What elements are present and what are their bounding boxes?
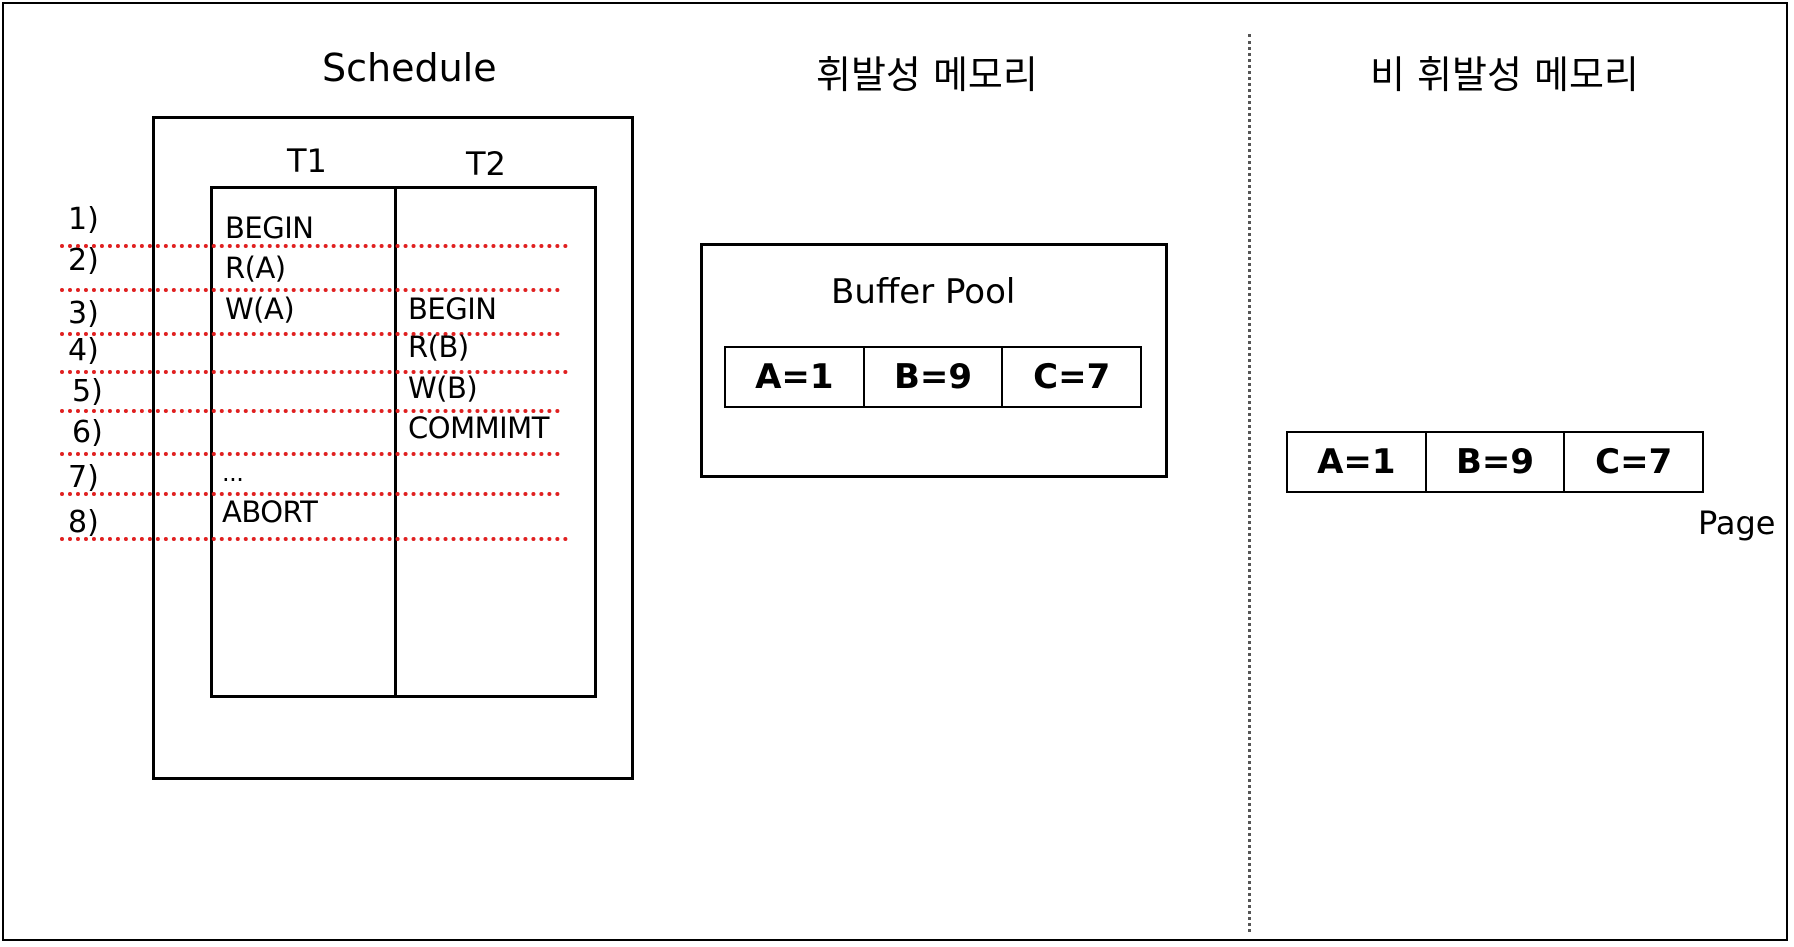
schedule-outer-box bbox=[152, 116, 634, 780]
t1-op-read-a: R(A) bbox=[225, 251, 286, 285]
page-label: Page bbox=[1698, 504, 1776, 542]
step-label: 8) bbox=[68, 505, 99, 540]
buffer-pool-cells: A=1 B=9 C=7 bbox=[724, 346, 1142, 408]
step-label: 1) bbox=[68, 202, 99, 237]
step-separator-line bbox=[60, 332, 560, 336]
t1-op-begin: BEGIN bbox=[225, 211, 314, 245]
step-separator-line bbox=[60, 537, 568, 541]
buffer-pool-box bbox=[700, 243, 1168, 478]
buffer-cell-b: B=9 bbox=[865, 348, 1004, 406]
step-separator-line bbox=[60, 409, 560, 413]
memory-divider-line bbox=[1248, 34, 1251, 932]
t1-op-write-a: W(A) bbox=[225, 292, 295, 326]
step-label: 6) bbox=[72, 415, 103, 450]
volatile-memory-title: 휘발성 메모리 bbox=[816, 53, 1038, 97]
schedule-column-divider bbox=[394, 186, 397, 698]
step-separator-line bbox=[60, 452, 560, 456]
disk-page-cells: A=1 B=9 C=7 bbox=[1286, 431, 1704, 493]
page-cell-a: A=1 bbox=[1288, 433, 1427, 491]
step-label: 2) bbox=[68, 243, 99, 278]
step-label: 7) bbox=[68, 460, 99, 495]
step-label: 4) bbox=[68, 333, 99, 368]
step-separator-line bbox=[60, 492, 560, 496]
nonvolatile-memory-title: 비 휘발성 메모리 bbox=[1370, 53, 1639, 97]
t1-op-abort: ABORT bbox=[222, 495, 318, 529]
step-label: 5) bbox=[72, 374, 103, 409]
t1-op-ellipsis: ... bbox=[222, 459, 244, 487]
step-label: 3) bbox=[68, 296, 99, 331]
t2-op-begin: BEGIN bbox=[408, 292, 497, 326]
step-separator-line bbox=[60, 370, 568, 374]
t1-column-header: T1 bbox=[287, 142, 327, 180]
t2-op-write-b: W(B) bbox=[408, 371, 478, 405]
step-separator-line bbox=[60, 244, 568, 248]
schedule-title: Schedule bbox=[322, 46, 497, 90]
buffer-cell-a: A=1 bbox=[726, 348, 865, 406]
step-separator-line bbox=[60, 288, 560, 292]
page-cell-c: C=7 bbox=[1595, 442, 1673, 482]
buffer-cell-c: C=7 bbox=[1033, 357, 1111, 397]
buffer-pool-label: Buffer Pool bbox=[831, 272, 1016, 312]
t2-op-read-b: R(B) bbox=[408, 330, 469, 364]
t2-column-header: T2 bbox=[466, 145, 506, 183]
schedule-table bbox=[210, 186, 597, 698]
page-cell-b: B=9 bbox=[1427, 433, 1566, 491]
t2-op-commit: COMMIMT bbox=[408, 411, 549, 445]
